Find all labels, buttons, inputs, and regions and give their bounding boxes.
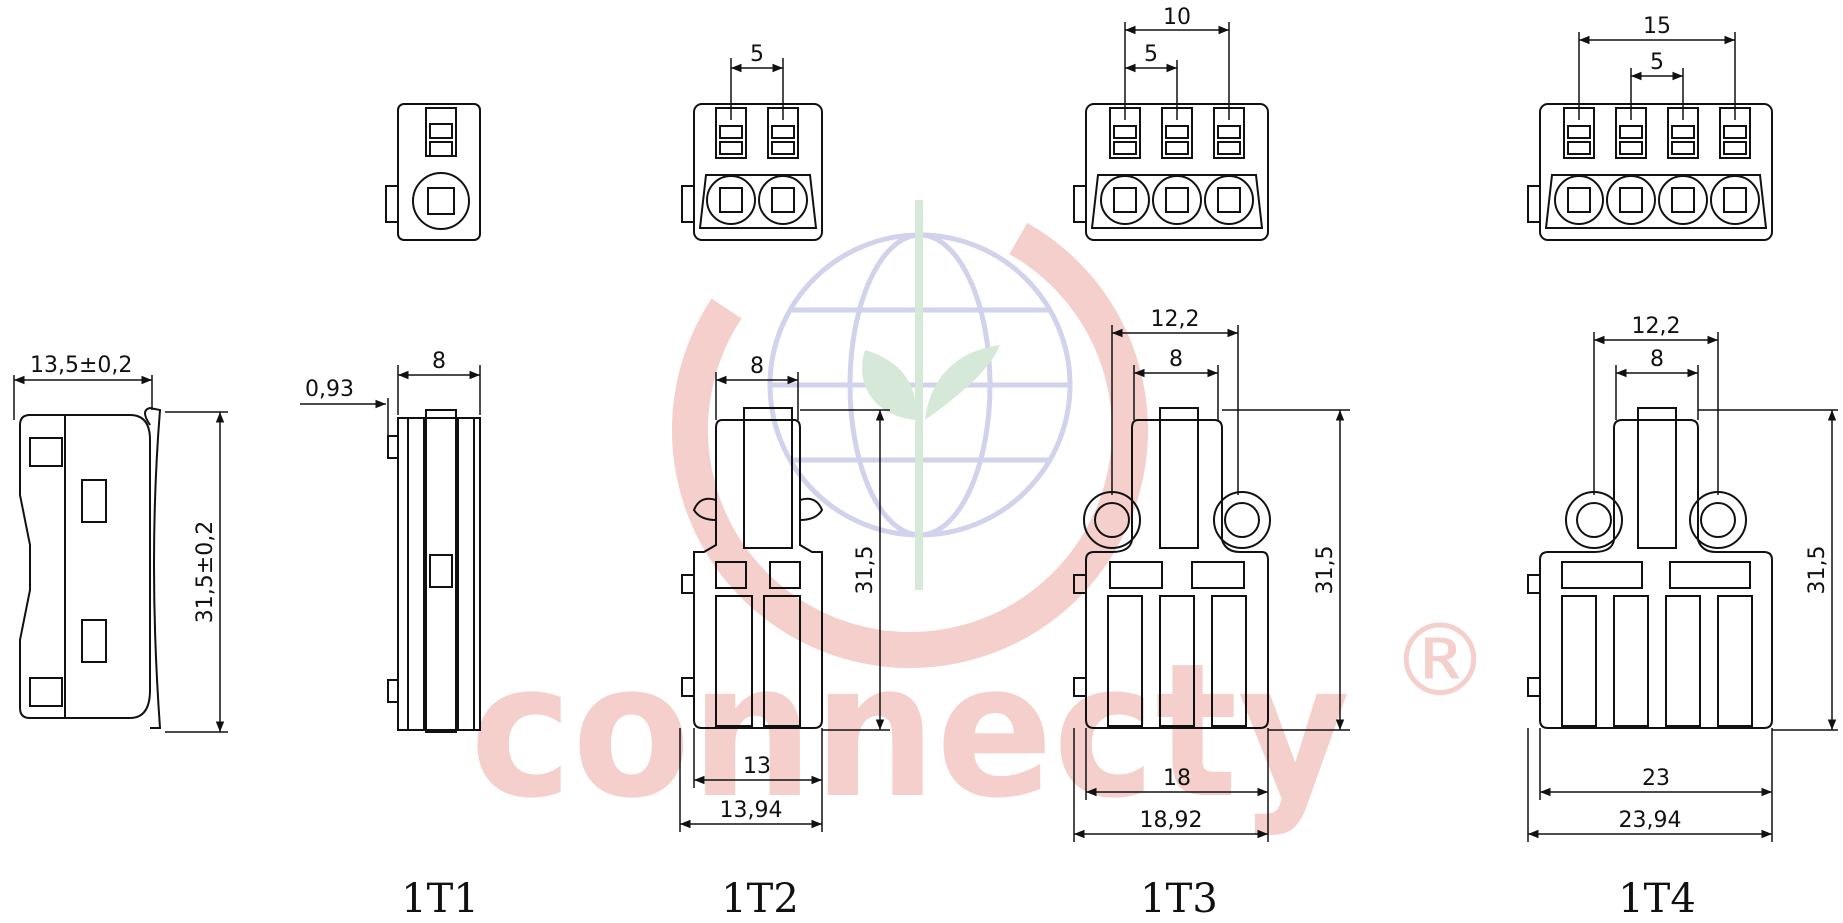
t4-total-pitch-label: 15 [1643, 14, 1671, 39]
t2-overall-label: 13,94 [720, 798, 783, 823]
t4-pitch-dims: 15 5 [1578, 14, 1736, 120]
t1-width-dim: 8 [397, 349, 481, 415]
t4-ear-span-label: 12,2 [1632, 314, 1681, 339]
t2-pitch-dim: 5 [730, 42, 784, 120]
t1-front-view [387, 409, 481, 733]
t2-top-view [681, 103, 823, 241]
t4-pitch-label: 5 [1650, 50, 1664, 75]
t4-front-view [1527, 407, 1773, 729]
t2-levers [715, 107, 799, 159]
side-width-dim: 13,5±0,2 [13, 353, 153, 420]
watermark: connecty ® [470, 192, 1490, 839]
t2-height-label: 31,5 [853, 546, 878, 595]
t3-body-label: 18 [1163, 766, 1191, 791]
t1-top-view [385, 103, 481, 241]
t4-overall-label: 23,94 [1619, 808, 1682, 833]
caption-1t1: 1T1 [401, 876, 479, 922]
t3-pitch-label: 5 [1144, 42, 1158, 67]
t4-top-view [1527, 103, 1773, 241]
t3-pitch-dims: 10 5 [1124, 5, 1230, 120]
t3-front-view [1073, 407, 1271, 729]
t4-body-label: 23 [1642, 766, 1670, 791]
t4-height-label: 31,5 [1805, 546, 1830, 595]
t4-ear-dims: 12,2 8 [1593, 314, 1719, 495]
t2-pitch-label: 5 [750, 42, 764, 67]
t3-height-label: 31,5 [1313, 546, 1338, 595]
side-view [19, 406, 162, 729]
t4-lever-label: 8 [1650, 347, 1664, 372]
t3-body-dim: 18 18,92 [1073, 728, 1269, 842]
t1-width-label: 8 [432, 349, 446, 374]
t2-body-label: 13 [743, 754, 771, 779]
t3-top-view [1073, 103, 1269, 241]
t3-overall-label: 18,92 [1140, 808, 1203, 833]
t3-lever-label: 8 [1169, 347, 1183, 372]
watermark-text: connecty [470, 623, 1350, 839]
caption-1t2: 1T2 [721, 876, 799, 922]
side-height-label: 31,5±0,2 [193, 521, 218, 623]
t2-body-dim: 13 13,94 [679, 728, 823, 832]
side-height-dim: 31,5±0,2 [165, 411, 228, 733]
t4-height-dim: 31,5 [1698, 409, 1838, 731]
side-width-label: 13,5±0,2 [30, 353, 132, 378]
registered-mark: ® [1390, 602, 1490, 719]
t4-body-dim: 23 23,94 [1527, 728, 1773, 842]
t2-lever-label: 8 [750, 354, 764, 379]
t2-lever-dim: 8 [715, 354, 799, 420]
t2-height-dim: 31,5 [800, 409, 890, 731]
t3-total-pitch-label: 10 [1163, 5, 1191, 30]
t1-offset-label: 0,93 [305, 377, 354, 402]
t2-front-view [681, 407, 824, 729]
caption-1t4: 1T4 [1618, 876, 1696, 922]
leaf-icon [862, 200, 1000, 590]
t3-ear-span-label: 12,2 [1151, 307, 1200, 332]
t3-height-dim: 31,5 [1222, 409, 1350, 731]
t1-offset-dim: 0,93 [300, 377, 389, 435]
t4-levers [1563, 107, 1751, 159]
caption-1t3: 1T3 [1140, 876, 1218, 922]
